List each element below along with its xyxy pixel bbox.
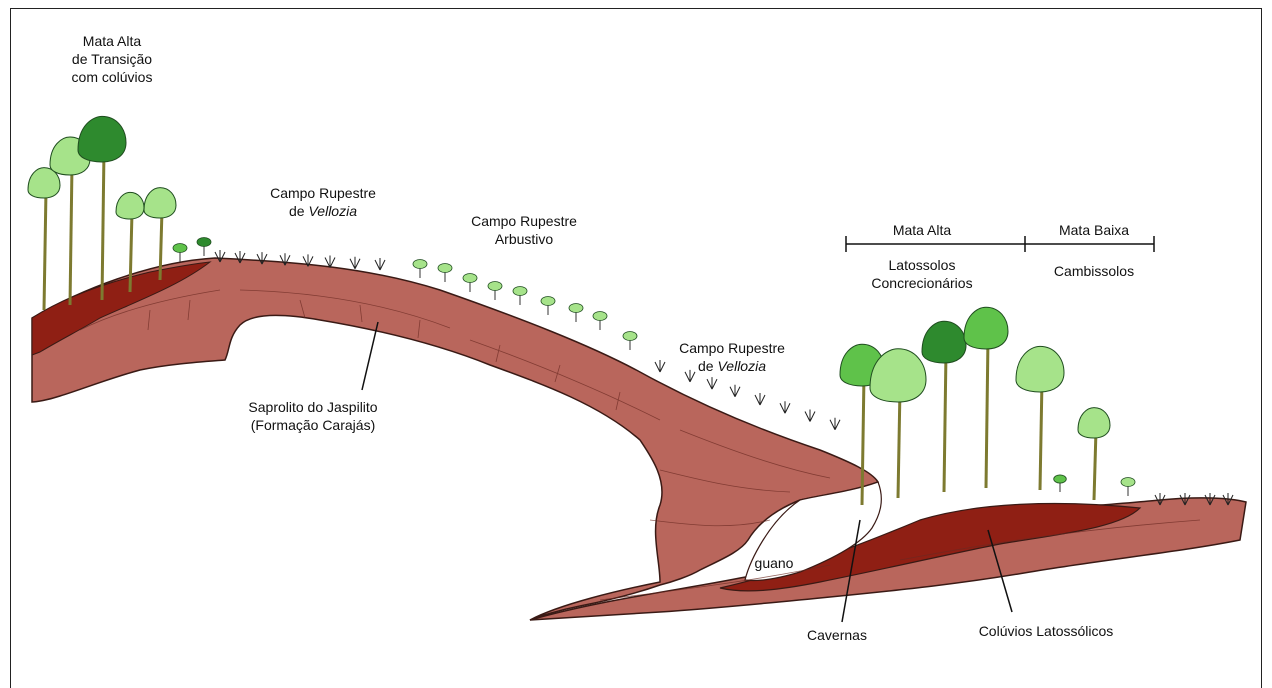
shrub-crown [413,260,427,269]
tree-trunk [862,375,864,505]
vellozia-plant [707,377,717,389]
shrub-crown [173,244,187,253]
vellozia-plant [730,385,740,397]
shrub-crown [623,332,637,341]
tree-crown [78,116,126,162]
shrub-crown [513,287,527,296]
vellozia-plant [830,418,840,430]
tree-trunk [70,165,72,305]
tree-trunk [986,338,988,488]
label-mata-alta-transicao: Mata Alta de Transição com colúvios [72,32,153,86]
shrub-crown [569,304,583,313]
label-latossolos: Latossolos Concrecionários [871,256,972,292]
label-cavernas: Cavernas [807,626,867,644]
tree-trunk [160,210,162,280]
tree-trunk [102,150,104,300]
shrub-crown [541,297,555,306]
pointer-saprolito [362,322,378,390]
shrub-crown [1121,478,1135,487]
shrub-crown [438,264,452,273]
vellozia-plant [755,393,765,405]
tree-crown [1078,408,1110,438]
shrub-crown [593,312,607,321]
shrub-crown [488,282,502,291]
label-cambissolos: Cambissolos [1054,262,1134,280]
tree-trunk [944,352,946,492]
shrub-crown [197,238,211,247]
tree-crown [1016,346,1064,392]
vellozia-plant [655,360,665,372]
tree-trunk [1040,380,1042,490]
tree-crown [922,321,966,363]
label-mata-baixa: Mata Baixa [1059,221,1129,239]
shrub-crown [1054,475,1067,483]
tree-trunk [130,212,132,292]
label-mata-alta: Mata Alta [893,221,951,239]
vellozia-plant [350,257,360,269]
tree-trunk [1094,430,1096,500]
label-saprolito: Saprolito do Jaspilito (Formação Carajás… [248,398,377,434]
vellozia-plant [805,410,815,422]
tree-crown [964,307,1008,349]
vellozia-plant [375,258,385,270]
label-campo-arbustivo: Campo Rupestre Arbustivo [471,212,577,248]
vellozia-plant [780,401,790,413]
tree-trunk [898,388,900,498]
label-coluvios: Colúvios Latossólicos [979,622,1114,640]
tree-crown [116,192,144,219]
tree-trunk [44,190,46,310]
label-campo-vellozia-1: Campo Rupestre de Vellozia [270,184,376,220]
label-guano: guano [755,554,794,572]
tree-crown [144,188,176,218]
shrub-crown [463,274,477,283]
label-campo-vellozia-2: Campo Rupestre de Vellozia [679,339,785,375]
